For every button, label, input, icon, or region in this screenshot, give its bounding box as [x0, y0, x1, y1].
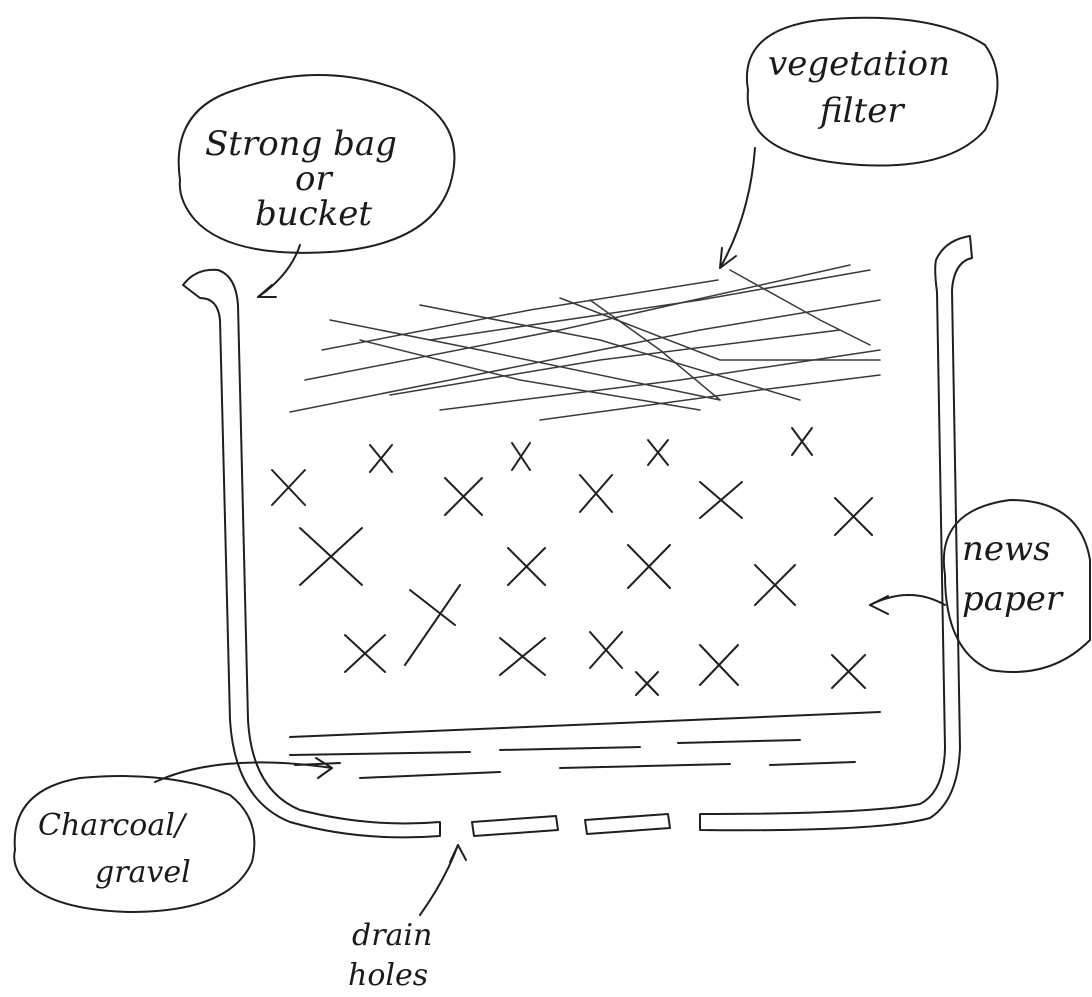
dash: [559, 763, 731, 769]
x-mark: [444, 477, 483, 516]
callout-vegetation: vegetation filter: [719, 16, 999, 269]
x-mark: [834, 497, 873, 536]
vegetation-label-line1: vegetation: [768, 44, 950, 84]
callout-arrow: [154, 761, 333, 783]
charcoal-label-line2: gravel: [95, 855, 191, 890]
layer-top-line: [289, 711, 881, 738]
dash: [499, 746, 641, 751]
dash: [359, 771, 501, 779]
x-mark: [299, 527, 363, 586]
x-mark: [579, 474, 613, 513]
callout-newspaper: news paper: [869, 499, 1091, 673]
callout-container: Strong bag or bucket: [177, 74, 456, 298]
callout-arrowhead: [719, 247, 737, 269]
drain-label-line1: drain: [352, 918, 432, 953]
callout-arrowhead: [315, 757, 333, 779]
newspaper-label-line1: news: [962, 529, 1051, 569]
x-mark: [589, 631, 623, 669]
container-label-line3: bucket: [255, 194, 372, 234]
x-mark: [699, 644, 739, 686]
container-label-line1: Strong bag: [205, 124, 397, 164]
bucket-outline: [182, 235, 973, 839]
x-mark: [754, 564, 796, 606]
x-mark: [647, 439, 669, 466]
dash: [289, 751, 471, 756]
newspaper-label-line2: paper: [962, 579, 1064, 619]
callout-drain: drain holes: [348, 844, 467, 993]
callout-arrowhead: [869, 595, 889, 615]
charcoal-label-line1: Charcoal/: [38, 808, 188, 843]
newspaper-layer: [271, 427, 873, 696]
vegetation-layer: [289, 264, 881, 421]
x-mark: [344, 634, 386, 673]
bottom-segment: [471, 815, 559, 837]
x-mark: [499, 637, 546, 676]
callout-arrow: [719, 147, 756, 269]
x-mark: [627, 544, 671, 589]
x-mark: [791, 427, 813, 456]
x-mark: [635, 671, 659, 696]
x-mark: [831, 654, 866, 689]
x-mark: [271, 469, 306, 506]
container-label-line2: or: [295, 159, 333, 199]
x-mark: [699, 481, 743, 519]
bottom-segment: [584, 813, 671, 835]
bucket-bottom-segments: [471, 813, 671, 837]
callout-charcoal: Charcoal/ gravel: [13, 757, 333, 913]
charcoal-gravel-layer: [289, 711, 881, 779]
x-mark: [511, 442, 531, 471]
x-mark: [404, 584, 461, 666]
callout-arrowhead: [449, 844, 467, 863]
drain-label-line2: holes: [348, 958, 428, 993]
dash: [677, 739, 801, 744]
x-mark: [507, 547, 546, 586]
vegetation-label-line2: filter: [817, 91, 905, 131]
dash: [769, 761, 856, 766]
x-mark: [369, 444, 393, 473]
callout-arrowhead: [257, 284, 277, 298]
